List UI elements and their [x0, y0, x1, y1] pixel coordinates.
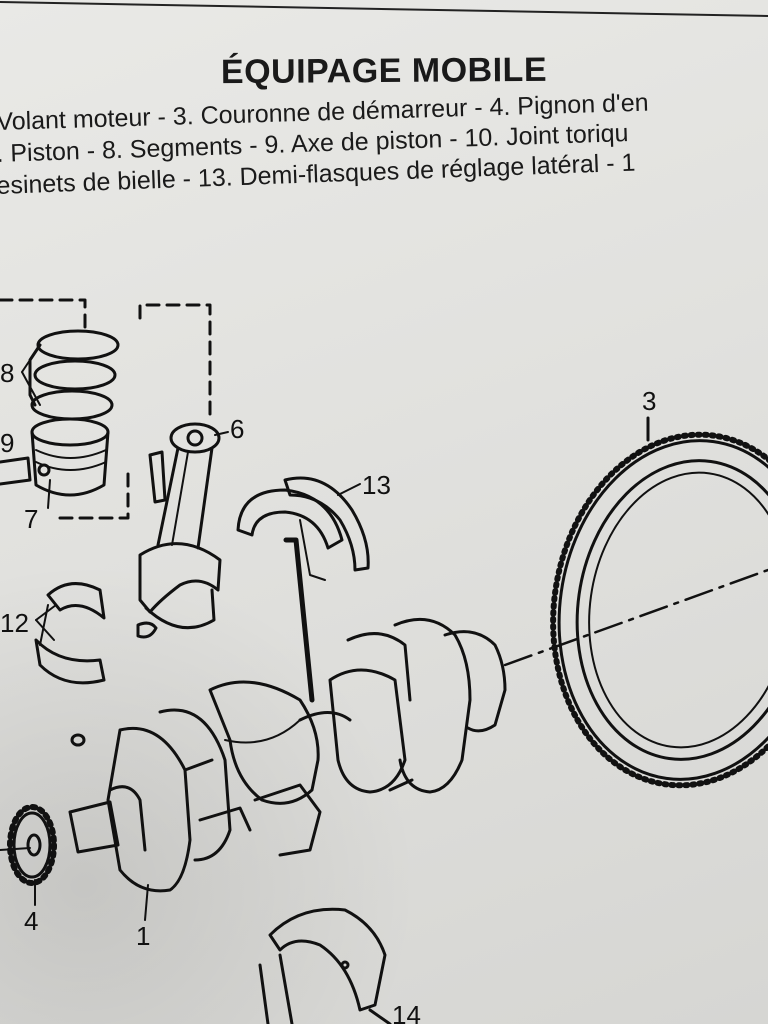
crankshaft [68, 617, 507, 893]
rod-bearing-shells [34, 582, 106, 685]
piston [30, 417, 110, 497]
connecting-rod [136, 422, 222, 639]
piston-group-bracket [0, 298, 212, 520]
thrust-washers [236, 476, 370, 581]
timing-sprocket [0, 804, 57, 886]
callout-7: 7 [24, 504, 38, 534]
page-frame-line [0, 1, 768, 17]
callout-4: 4 [24, 906, 38, 936]
callout-9: 9 [0, 428, 14, 458]
callout-13: 13 [362, 470, 391, 500]
flywheel-ring-gear [550, 416, 768, 789]
crank-axis-line [503, 568, 768, 667]
crank-key [70, 733, 86, 747]
main-bearing-shells [258, 907, 392, 1024]
callout-6: 6 [230, 414, 244, 444]
callout-8: 8 [0, 358, 14, 388]
callout-12: 12 [0, 608, 29, 638]
piston-pin [0, 456, 32, 486]
callout-3: 3 [642, 386, 656, 416]
piston-rings [28, 329, 120, 421]
callout-14: 14 [392, 1000, 421, 1024]
callout-leaders [21, 344, 361, 921]
callout-1: 1 [136, 921, 150, 951]
washer-pointer [283, 537, 315, 703]
